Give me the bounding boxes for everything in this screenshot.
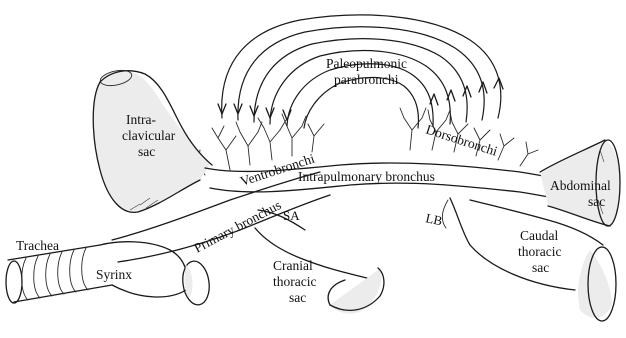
label-cranial-thoracic: thoracic bbox=[273, 274, 316, 289]
label-primary-bronchus: Primary bronchus bbox=[191, 197, 283, 255]
label-caudal-thoracic: thoracic bbox=[518, 244, 561, 259]
label-intraclavicular-2: clavicular bbox=[122, 128, 176, 143]
label-lb: LB bbox=[424, 210, 444, 228]
label-abdominal: Abdominal bbox=[550, 178, 611, 193]
label-caudal-sac: sac bbox=[532, 260, 549, 275]
label-intraclavicular-1: Intra- bbox=[126, 112, 156, 127]
label-sa: SA bbox=[283, 208, 300, 223]
label-abdominal-sac: sac bbox=[588, 194, 605, 209]
label-cranial-sac: sac bbox=[289, 290, 306, 305]
label-paleopulmonic: Paleopulmonic bbox=[326, 56, 407, 71]
label-dorsobronchi: Dorsobronchi bbox=[424, 122, 499, 159]
label-syrinx: Syrinx bbox=[96, 267, 132, 282]
label-trachea: Trachea bbox=[16, 238, 59, 253]
label-intrapulmonary-bronchus: Intrapulmonary bronchus bbox=[298, 169, 435, 184]
label-intraclavicular-3: sac bbox=[138, 144, 155, 159]
label-caudal: Caudal bbox=[520, 228, 558, 243]
label-cranial: Cranial bbox=[273, 258, 313, 273]
label-parabronchi: parabronchi bbox=[334, 72, 399, 87]
